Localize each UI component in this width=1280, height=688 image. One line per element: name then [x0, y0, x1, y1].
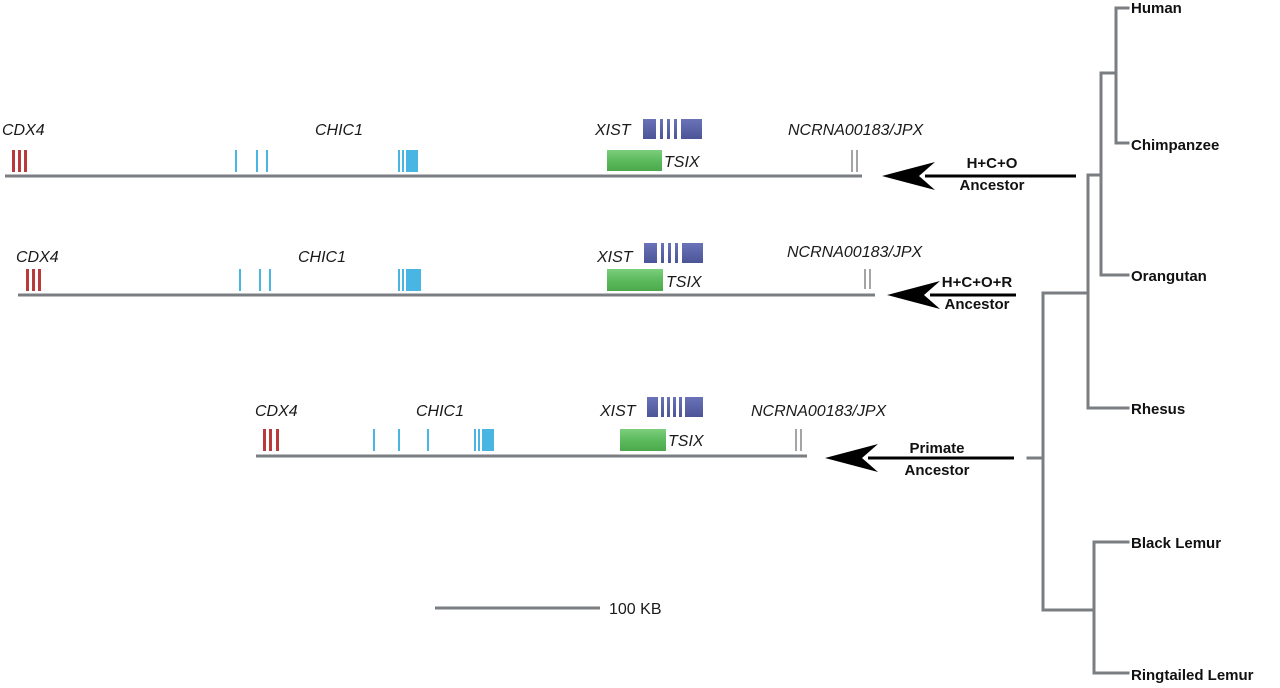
locus-hco: CDX4 CHIC1 XIST TSIX NCRNA00183/JPX [2, 119, 925, 178]
cdx4-exons [263, 429, 279, 451]
xist-exons [643, 119, 702, 139]
locus-hcor: CDX4 CHIC1 XIST TSIX NCRNA00183/JPX [16, 243, 924, 297]
ancestor-arrow-primate: Primate Ancestor [825, 440, 1014, 479]
ncrna-exons [795, 429, 802, 451]
ancestor-label: H+C+O+R [942, 274, 1013, 291]
locus-primate: CDX4 CHIC1 XIST TSIX NCRNA00183/JPX [255, 397, 888, 458]
species-labels: Human Chimpanzee Orangutan Rhesus Black … [1131, 0, 1254, 684]
species-label-chimpanzee: Chimpanzee [1131, 137, 1219, 154]
ncrna-label: NCRNA00183/JPX [788, 122, 925, 139]
ncrna-label: NCRNA00183/JPX [751, 403, 888, 420]
chic1-exons [235, 150, 418, 172]
species-label-human: Human [1131, 0, 1182, 17]
cdx4-label: CDX4 [255, 403, 298, 420]
ancestor-arrow-hcor: H+C+O+R Ancestor [887, 274, 1016, 313]
chic1-label: CHIC1 [315, 122, 363, 139]
scale-bar-label: 100 KB [609, 601, 661, 618]
species-label-ringtailed-lemur: Ringtailed Lemur [1131, 667, 1254, 684]
ancestor-label: Ancestor [944, 296, 1009, 313]
chic1-exons [373, 429, 494, 451]
tsix-exon [620, 429, 666, 451]
ncrna-label: NCRNA00183/JPX [787, 244, 924, 261]
cdx4-exons [12, 150, 27, 172]
tsix-label: TSIX [666, 274, 703, 291]
cdx4-exons [26, 269, 41, 291]
cdx4-label: CDX4 [16, 249, 59, 266]
xist-exons [647, 397, 703, 417]
scale-bar: 100 KB [435, 601, 661, 618]
tsix-exon [607, 269, 663, 291]
tsix-label: TSIX [668, 433, 705, 450]
ancestor-label: H+C+O [967, 155, 1018, 172]
xist-label: XIST [599, 403, 637, 420]
xist-label: XIST [594, 122, 632, 139]
chic1-label: CHIC1 [298, 249, 346, 266]
ancestor-label: Ancestor [959, 177, 1024, 194]
ancestor-arrow-hco: H+C+O Ancestor [882, 155, 1076, 194]
chic1-exons [239, 269, 421, 291]
species-label-black-lemur: Black Lemur [1131, 535, 1221, 552]
ncrna-exons [851, 150, 858, 172]
tsix-exon [607, 150, 662, 171]
cdx4-label: CDX4 [2, 122, 45, 139]
xist-label: XIST [596, 249, 634, 266]
species-label-rhesus: Rhesus [1131, 401, 1185, 418]
chic1-label: CHIC1 [416, 403, 464, 420]
phylogenetic-tree [1026, 6, 1130, 675]
ancestor-label: Ancestor [904, 462, 969, 479]
species-label-orangutan: Orangutan [1131, 268, 1207, 285]
xist-exons [644, 243, 703, 263]
ancestor-label: Primate [909, 440, 964, 457]
tsix-label: TSIX [664, 154, 701, 171]
ncrna-exons [864, 269, 871, 289]
